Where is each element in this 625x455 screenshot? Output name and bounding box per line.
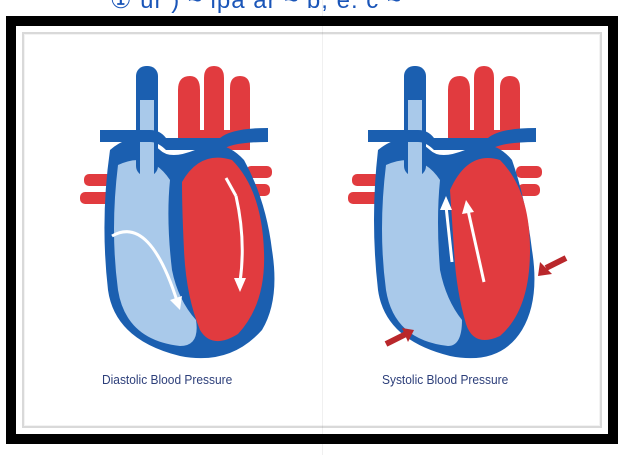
diastolic-caption: Diastolic Blood Pressure xyxy=(102,372,232,387)
image-seam xyxy=(322,0,323,455)
diastolic-heart xyxy=(80,66,274,358)
systolic-heart xyxy=(348,66,566,358)
systolic-caption: Systolic Blood Pressure xyxy=(382,372,508,387)
